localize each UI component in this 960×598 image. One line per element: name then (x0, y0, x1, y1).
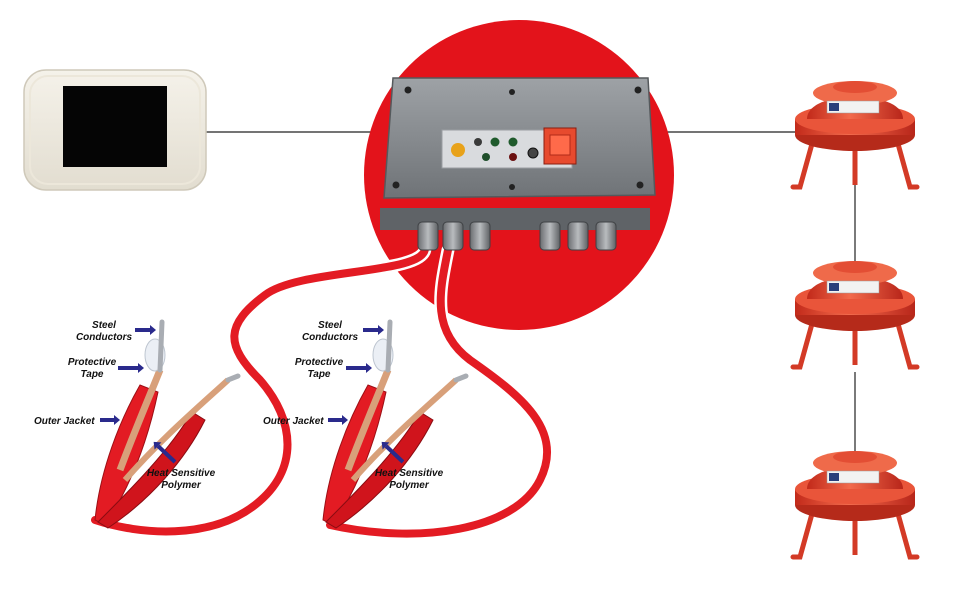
arrow-steel-conductors-icon (135, 325, 156, 335)
arrow-protective-tape-icon (118, 363, 144, 373)
label-steel-conductors: Steel Conductors (75, 320, 133, 343)
indicator-light-4 (482, 153, 490, 161)
cable-loop-left (91, 244, 429, 536)
steel-conductor-2 (225, 373, 241, 383)
cable-glands (417, 221, 617, 251)
arrow-heat-polymer-icon (153, 441, 177, 464)
indicator-light-2 (490, 137, 500, 147)
brand-logo-icon (451, 143, 465, 157)
arrow-steel-conductors-icon (363, 325, 384, 335)
sounder-label-plate (826, 100, 880, 114)
indicator-light-1 (474, 138, 482, 146)
arrow-heat-polymer-icon (381, 441, 405, 464)
alarm-bell-sounder-icon (790, 451, 920, 560)
steel-conductor-1 (385, 319, 393, 373)
arrow-outer-jacket-icon (100, 415, 120, 425)
sounder-label-plate (826, 280, 880, 294)
outer-jacket-flap (325, 411, 434, 529)
label-outer-jacket: Outer Jacket (263, 416, 324, 427)
label-heat-sensitive-polymer: Heat Sensitive Polymer (146, 468, 216, 491)
heat-polymer-strand-2 (350, 377, 459, 482)
steel-conductor-2 (453, 373, 469, 383)
indicator-light-3 (508, 137, 518, 147)
touchscreen-display-icon (23, 69, 207, 191)
alarm-bell-sounder-icon (790, 261, 920, 370)
arrow-protective-tape-icon (346, 363, 372, 373)
cable-cutaways (94, 319, 469, 529)
heat-detection-cable (88, 241, 554, 540)
cable-cutaway-1 (94, 319, 241, 529)
outer-jacket-flap (97, 411, 206, 529)
control-panel-box-icon (380, 77, 656, 251)
cable-cutaway-2 (322, 319, 469, 529)
indicator-light-5 (509, 153, 517, 161)
label-heat-sensitive-polymer: Heat Sensitive Polymer (374, 468, 444, 491)
display-screen (63, 86, 167, 167)
heat-polymer-strand-1 (344, 368, 392, 472)
connection-lines (206, 131, 856, 465)
alarm-bell-sounder-icon (790, 81, 920, 190)
heat-polymer-strand-2 (122, 377, 231, 482)
label-steel-conductors: Steel Conductors (301, 320, 359, 343)
label-protective-tape: Protective Tape (294, 357, 344, 380)
label-outer-jacket: Outer Jacket (34, 416, 95, 427)
key-switch-icon (527, 147, 539, 159)
steel-conductor-1 (157, 319, 165, 373)
label-protective-tape: Protective Tape (67, 357, 117, 380)
arrow-outer-jacket-icon (328, 415, 348, 425)
heat-polymer-strand-1 (116, 368, 164, 472)
alarm-sounders (790, 81, 920, 560)
cable-loop-right (326, 246, 552, 538)
sounder-label-plate (826, 470, 880, 484)
